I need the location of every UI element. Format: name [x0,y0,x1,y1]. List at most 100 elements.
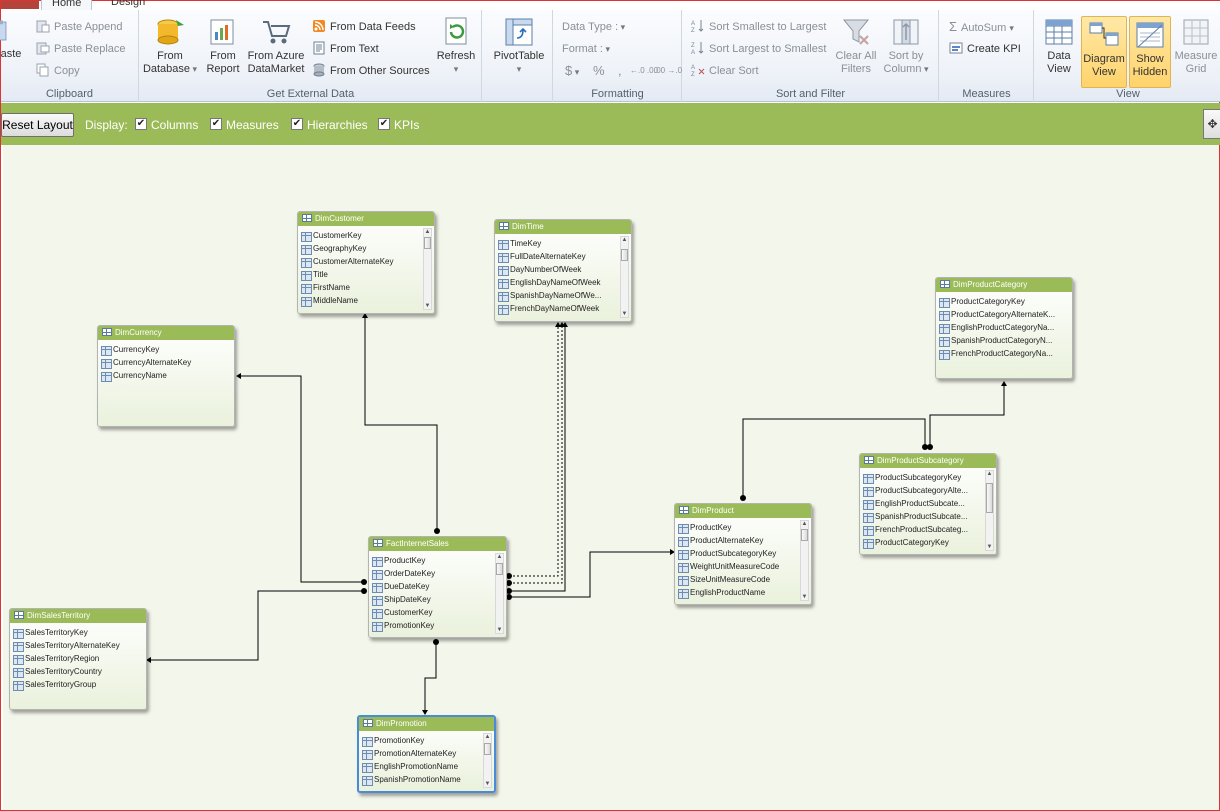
table-header[interactable]: DimProduct [675,504,811,518]
table-dimcurrency[interactable]: DimCurrency CurrencyKey CurrencyAlternat… [97,325,235,427]
table-factinternetsales[interactable]: FactInternetSales ProductKey OrderDateKe… [368,536,507,638]
column-item[interactable]: FrenchDayNameOfWeek [495,302,631,315]
fit-to-screen-button[interactable]: ✥ [1203,109,1220,139]
relationship-subcategory-category[interactable] [929,385,1005,447]
column-item[interactable]: SalesTerritoryAlternateKey [10,639,146,652]
scroll-thumb[interactable] [986,483,993,513]
column-item[interactable]: OrderDateKey [369,567,506,580]
column-item[interactable]: ProductSubcategoryAlte... [860,484,996,497]
sort-by-column-button[interactable]: Sort by Column [881,16,931,76]
column-item[interactable]: SalesTerritoryRegion [10,652,146,665]
table-header[interactable]: DimProductSubcategory [860,454,996,468]
table-dimsalesterritory[interactable]: DimSalesTerritory SalesTerritoryKey Sale… [9,608,147,710]
table-header[interactable]: DimCurrency [98,326,234,340]
column-item[interactable]: SpanishProductSubcate... [860,510,996,523]
scroll-thumb[interactable] [801,529,808,541]
scroll-thumb[interactable] [484,743,491,755]
paste-button[interactable]: aste [0,16,27,61]
relationship-fact-time-active[interactable] [509,326,566,592]
relationship-fact-customer[interactable] [364,317,438,531]
table-dimtime[interactable]: DimTime TimeKey FullDateAlternateKey Day… [494,219,632,322]
column-item[interactable]: FullDateAlternateKey [495,250,631,263]
table-dimproductsubcategory[interactable]: DimProductSubcategory ProductSubcategory… [859,453,997,555]
column-item[interactable]: FrenchProductSubcateg... [860,523,996,536]
create-kpi-button[interactable]: Create KPI [949,40,1021,58]
measures-checkbox[interactable]: ✔ [210,118,222,130]
table-scrollbar[interactable]: ▲▼ [423,228,432,310]
table-scrollbar[interactable]: ▲▼ [985,470,994,551]
column-item[interactable]: EnglishProductCategoryNa... [936,321,1072,334]
pivottable-button[interactable]: PivotTable ▾ [489,16,549,76]
scroll-up-icon[interactable]: ▲ [424,229,431,235]
column-item[interactable]: DayNumberOfWeek [495,263,631,276]
relationship-product-subcategory[interactable] [742,418,926,498]
scroll-up-icon[interactable]: ▲ [484,734,491,740]
column-item[interactable]: CustomerKey [298,229,434,242]
column-item[interactable]: SpanishPromotionName [359,773,494,786]
pivottable-dropdown-arrow[interactable]: ▾ [516,64,522,74]
paste-replace-button[interactable]: Paste Replace [36,40,126,58]
column-item[interactable]: EnglishProductName [675,586,811,599]
from-other-sources-button[interactable]: From Other Sources [312,62,430,80]
column-item[interactable]: PromotionAlternateKey [359,747,494,760]
column-item[interactable]: FrenchProductCategoryNa... [936,347,1072,360]
column-item[interactable]: FirstName [298,281,434,294]
column-item[interactable]: SizeUnitMeasureCode [675,573,811,586]
decrease-decimal-button[interactable]: .00 →.0 [654,66,683,75]
column-item[interactable]: ProductCategoryKey [936,295,1072,308]
table-dimproductcategory[interactable]: DimProductCategory ProductCategoryKey Pr… [935,277,1073,379]
columns-checkbox[interactable]: ✔ [135,118,147,130]
column-item[interactable]: SpanishProductCategoryN... [936,334,1072,347]
column-item[interactable]: ProductAlternateKey [675,534,811,547]
refresh-dropdown-arrow[interactable]: ▾ [453,64,459,74]
reset-layout-button[interactable]: Reset Layout [1,113,74,137]
table-dimproduct[interactable]: DimProduct ProductKey ProductAlternateKe… [674,503,812,605]
column-item[interactable]: EnglishDayNameOfWeek [495,276,631,289]
column-item[interactable]: CurrencyKey [98,343,234,356]
relationship-fact-time-inactive-2[interactable] [509,326,563,584]
scroll-down-icon[interactable]: ▼ [424,303,431,309]
table-scrollbar[interactable]: ▲▼ [800,520,809,601]
column-item[interactable]: SalesTerritoryCountry [10,665,146,678]
from-database-button[interactable]: From Database [142,16,198,76]
relationship-fact-product[interactable] [509,551,671,598]
scroll-down-icon[interactable]: ▼ [801,594,808,600]
measure-grid-button[interactable]: Measure Grid [1173,16,1219,76]
column-item[interactable]: ProductSubcategoryKey [860,471,996,484]
paste-append-button[interactable]: Paste Append [36,18,123,36]
table-header[interactable]: DimTime [495,220,631,234]
column-item[interactable]: PromotionKey [359,734,494,747]
column-item[interactable]: EnglishProductSubcate... [860,497,996,510]
from-azure-datamarket-button[interactable]: From Azure DataMarket [244,16,308,76]
column-item[interactable]: ProductCategoryAlternateK... [936,308,1072,321]
column-item[interactable]: ProductKey [369,554,506,567]
column-item[interactable]: ShipDateKey [369,593,506,606]
relationship-fact-currency[interactable] [240,375,364,583]
table-header[interactable]: DimPromotion [359,717,494,731]
scroll-thumb[interactable] [496,563,503,575]
column-item[interactable]: GeographyKey [298,242,434,255]
table-header[interactable]: DimProductCategory [936,278,1072,292]
scroll-down-icon[interactable]: ▼ [621,311,628,317]
column-item[interactable]: TimeKey [495,237,631,250]
format-dropdown[interactable]: Format : [562,40,610,58]
column-item[interactable]: CustomerAlternateKey [298,255,434,268]
data-view-button[interactable]: Data View [1039,16,1079,76]
table-scrollbar[interactable]: ▲▼ [483,733,492,788]
scroll-up-icon[interactable]: ▲ [621,237,628,243]
column-item[interactable]: ProductCategoryKey [860,536,996,549]
column-item[interactable]: CustomerKey [369,606,506,619]
from-data-feeds-button[interactable]: From Data Feeds [312,18,416,36]
column-item[interactable]: DueDateKey [369,580,506,593]
relationship-fact-territory[interactable] [150,590,364,661]
scroll-up-icon[interactable]: ▲ [496,554,503,560]
kpis-checkbox[interactable]: ✔ [378,118,390,130]
table-header[interactable]: DimCustomer [298,212,434,226]
column-item[interactable]: CurrencyName [98,369,234,382]
percent-format-button[interactable]: % [593,63,605,78]
from-report-button[interactable]: From Report [202,16,244,76]
comma-format-button[interactable]: , [618,63,622,78]
